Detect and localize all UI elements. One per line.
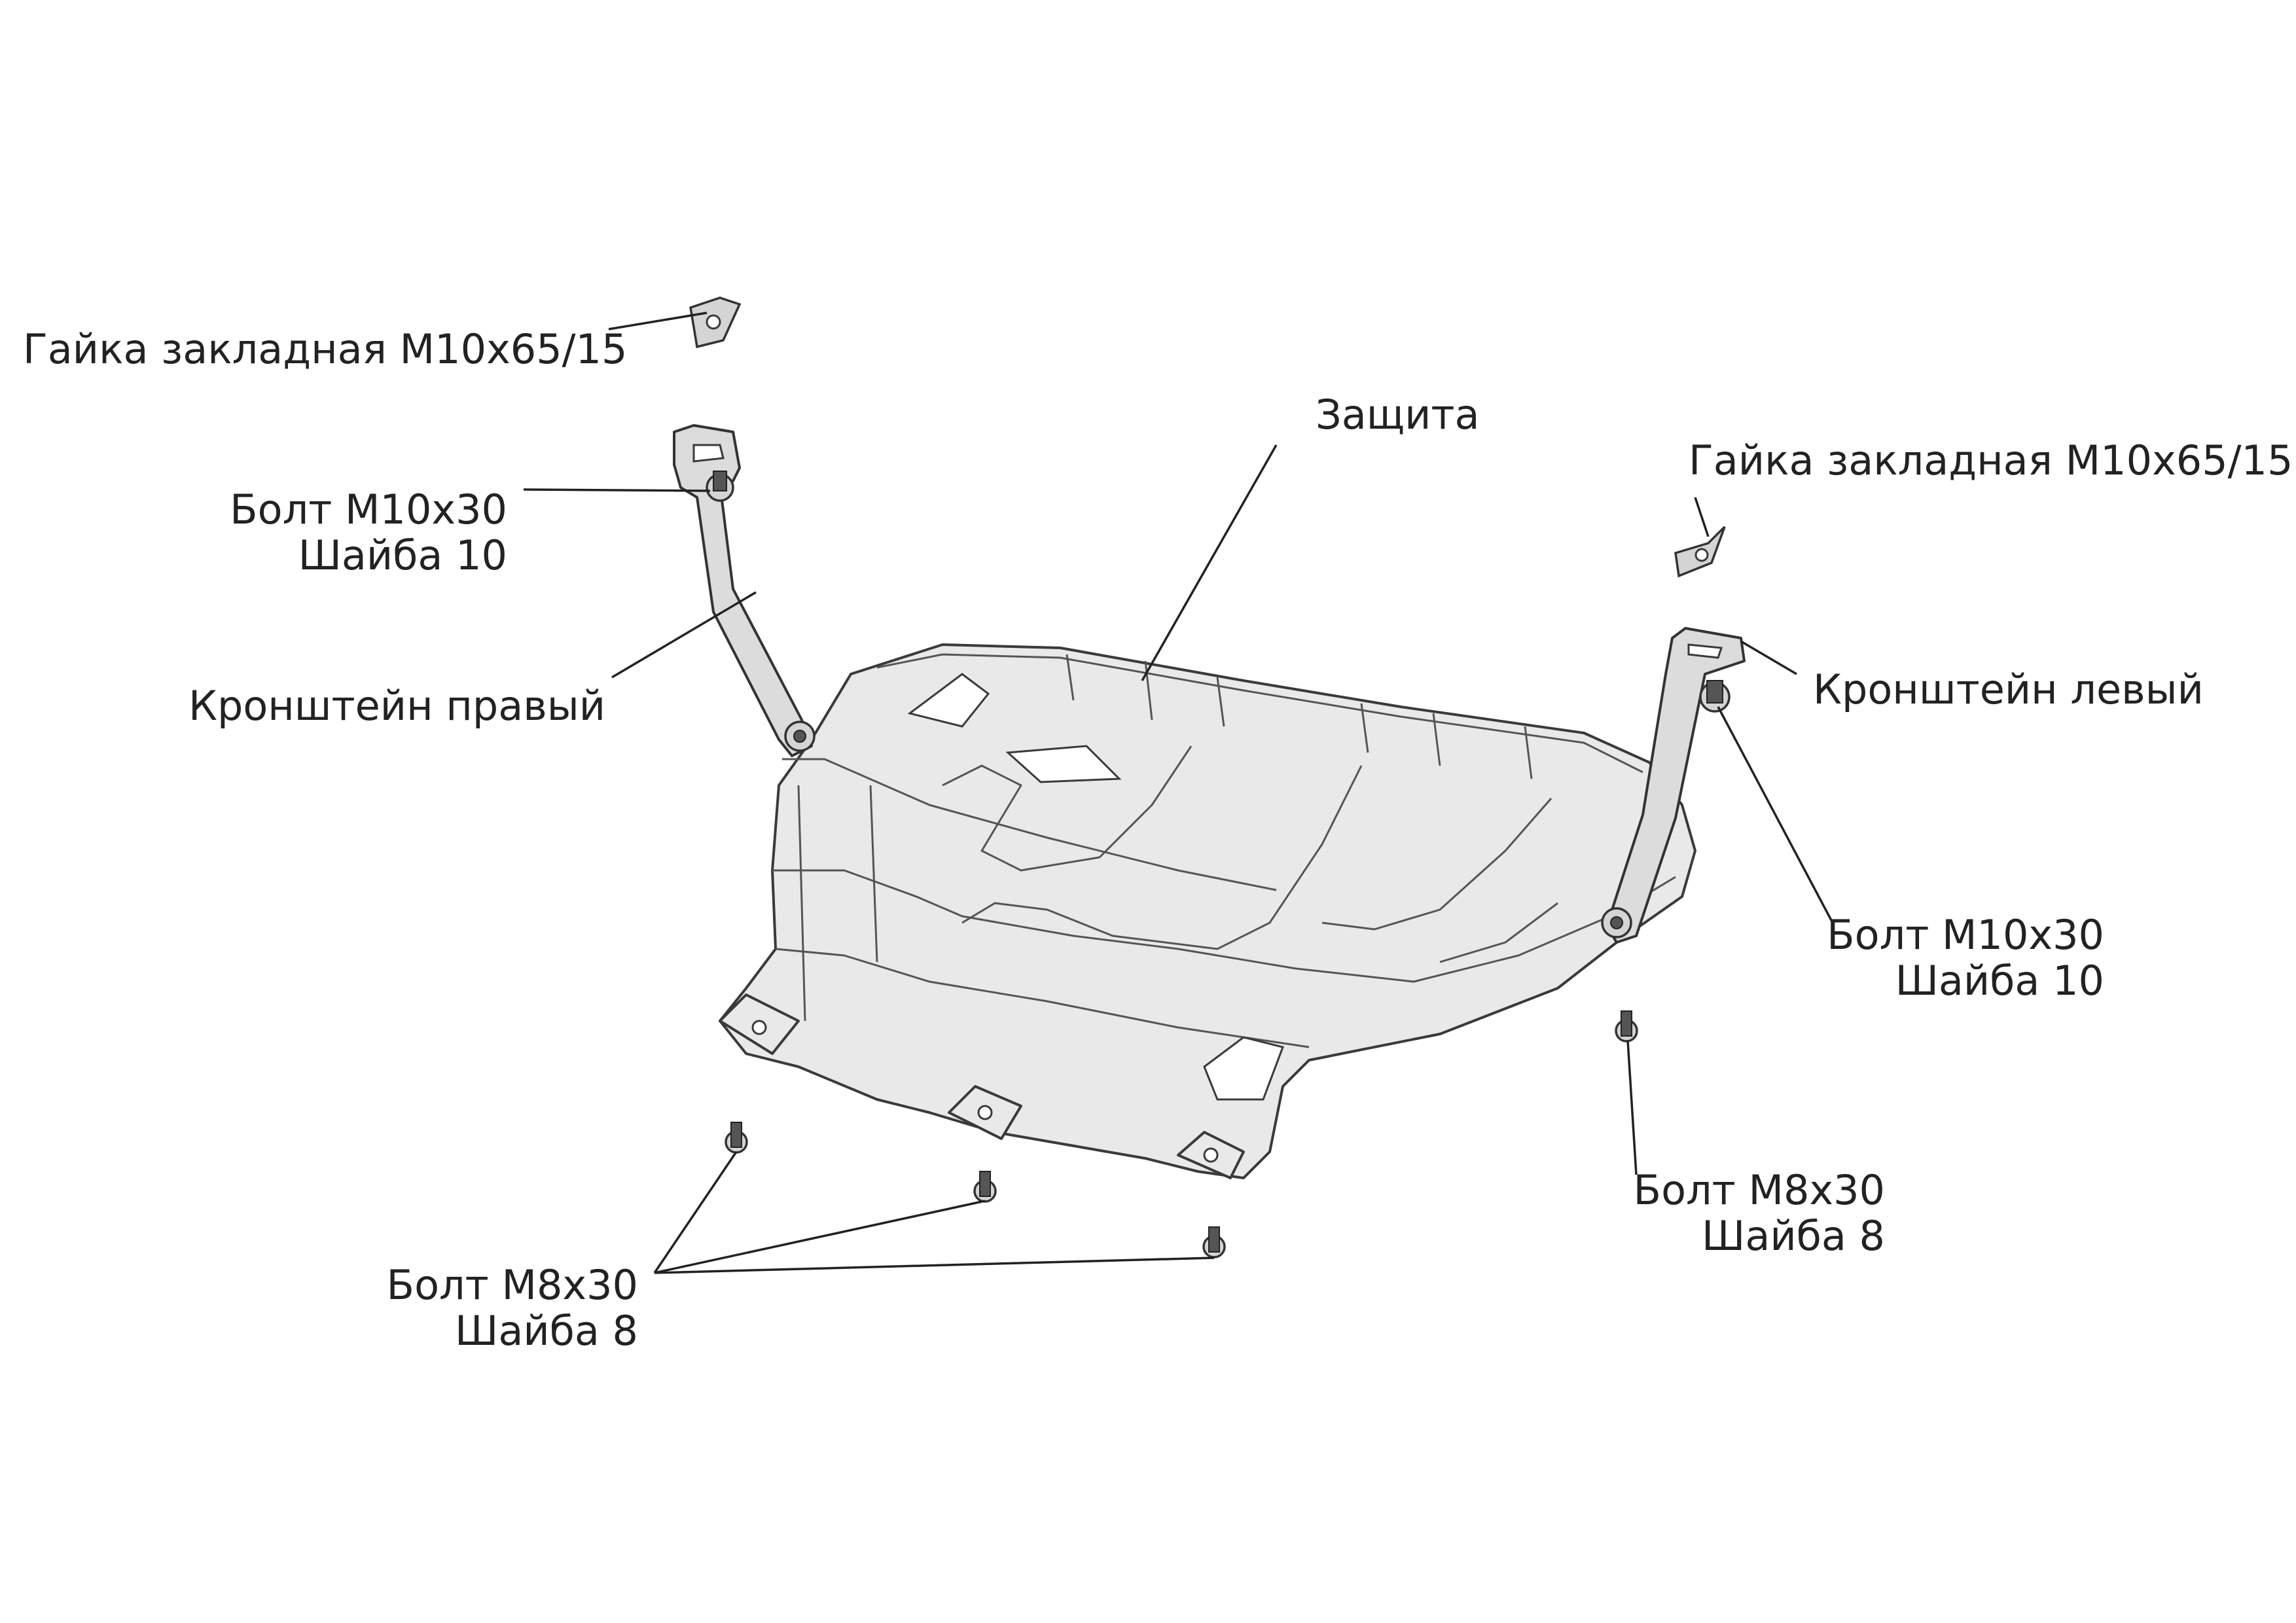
label-nut-right: Гайка закладная М10х65/15: [23, 325, 627, 373]
leader-nut-left: [1694, 497, 1710, 537]
label-bolt8-left-2: Шайба 8: [455, 1307, 638, 1355]
bolt-m10-left: [1699, 680, 1731, 713]
leader-bolt8-b: [654, 1200, 986, 1274]
label-shield: Защита: [1316, 391, 1480, 438]
bolt-m8-3: [1202, 1226, 1226, 1258]
leader-bolt8-c: [654, 1257, 1215, 1274]
bolt-m8-right: [1615, 1010, 1638, 1043]
leader-nut-right: [608, 312, 708, 330]
bolt-m8-2: [973, 1171, 997, 1203]
label-bracket-right: Кронштейн правый: [188, 682, 605, 730]
label-bracket-left: Кронштейн левый: [1813, 666, 2204, 713]
leader-bolt10-right: [523, 488, 711, 492]
weld-nut-left: [1674, 526, 1726, 578]
leader-bracket-left: [1740, 640, 1797, 675]
bracket-right: [673, 424, 816, 757]
bolt-m10-right: [706, 471, 734, 502]
label-bolt8-left-1: Болт М8х30: [387, 1261, 638, 1309]
leader-bolt8-right: [1626, 1040, 1638, 1175]
label-bolt10-right-2: Шайба 10: [298, 531, 507, 579]
leader-bolt8-a: [653, 1151, 738, 1274]
leader-lines: [523, 312, 1834, 1274]
leader-bolt10-left: [1717, 706, 1834, 923]
label-bolt10-right-1: Болт М10х30: [230, 486, 507, 533]
bracket-left: [1601, 627, 1746, 944]
leader-bracket-right: [611, 591, 757, 679]
label-bolt10-left-1: Болт М10х30: [1827, 911, 2104, 959]
label-bolt10-left-2: Шайба 10: [1895, 957, 2104, 1005]
leader-shield: [1141, 444, 1278, 681]
label-nut-left: Гайка закладная М10х65/15: [1689, 437, 2293, 484]
skid-plate: [719, 643, 1696, 1179]
label-bolt8-right-1: Болт М8х30: [1634, 1166, 1885, 1214]
label-bolt8-right-2: Шайба 8: [1702, 1212, 1885, 1260]
weld-nut-right: [689, 296, 742, 349]
bolt-m8-1: [725, 1122, 748, 1154]
